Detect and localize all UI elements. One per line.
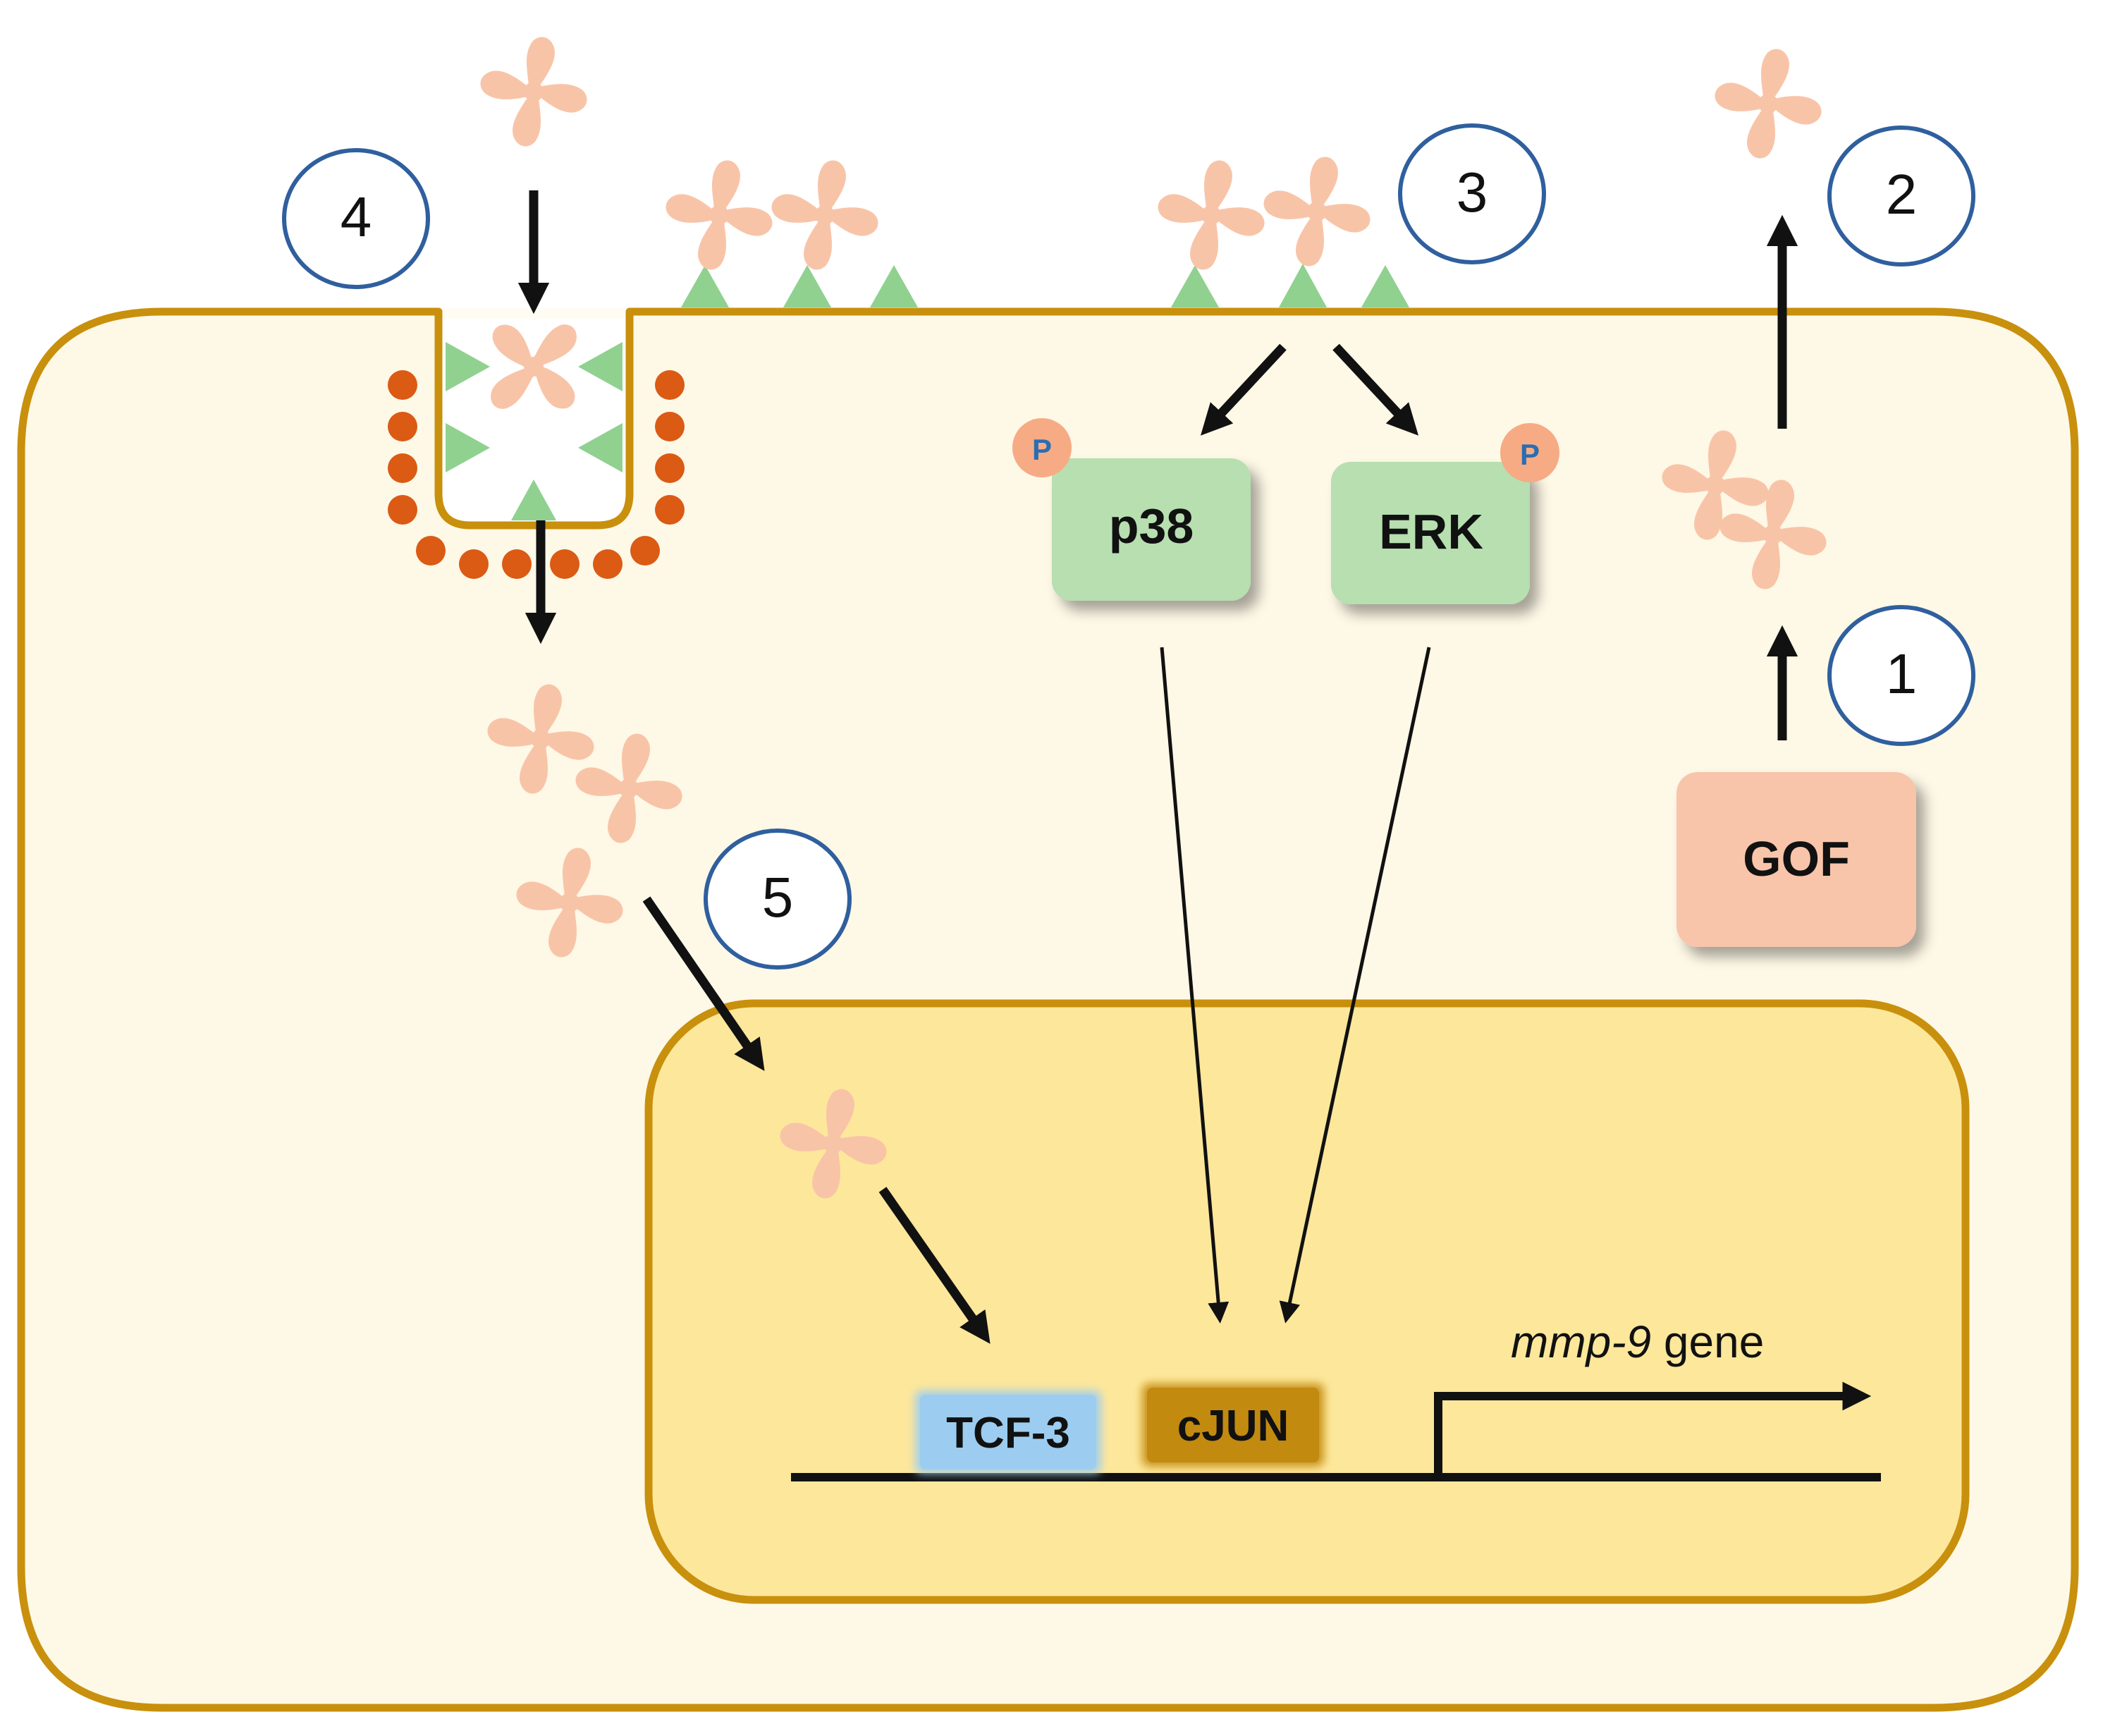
step-5: 5: [704, 829, 852, 970]
ligand-bound-2: [761, 151, 888, 279]
step-3: 3: [1398, 123, 1546, 264]
erk-node: ERK P: [1331, 423, 1559, 604]
p38-phospho-dot: [1012, 418, 1072, 477]
p38-label: p38: [1109, 499, 1194, 554]
step-3-label: 3: [1457, 161, 1488, 224]
surface-receptors: [681, 264, 1409, 307]
endocytic-pit-opening: [443, 307, 625, 319]
cjun-node: cJUN: [1142, 1383, 1324, 1467]
cjun-box: [1147, 1388, 1319, 1462]
ligand-bound-4: [1253, 147, 1380, 276]
p38-phospho-label: P: [1032, 433, 1052, 466]
p38-box: [1052, 458, 1251, 601]
gof-node: GOF: [1676, 772, 1916, 947]
erk-label: ERK: [1379, 504, 1483, 559]
gof-box: [1676, 772, 1916, 947]
ligand-bound-3: [1148, 151, 1275, 279]
gof-label: GOF: [1743, 831, 1850, 886]
thin-arrows: [1160, 647, 1431, 1324]
tcf3-box: [920, 1395, 1096, 1469]
erk-box: [1331, 462, 1530, 604]
step-5-circle: [704, 829, 852, 970]
step-3-circle: [1398, 123, 1546, 264]
step-markers: 1 2 3 4 5: [282, 123, 1975, 970]
ligand-extracellular: [470, 27, 597, 156]
gene-label: mmp-9 gene: [1511, 1316, 1764, 1367]
erk-phospho-dot: [1500, 423, 1559, 482]
ligand-secreted: [1705, 39, 1832, 168]
gene-name: mmp-9: [1511, 1316, 1651, 1367]
p38-node: p38 P: [1012, 418, 1251, 601]
step-2-label: 2: [1886, 163, 1918, 226]
step-4-label: 4: [341, 185, 372, 248]
tcf3-label: TCF-3: [946, 1409, 1070, 1457]
arrow-to-tcf3: [878, 1187, 991, 1344]
cjun-label: cJUN: [1177, 1402, 1289, 1450]
arrow-receptor-to-p38: [1200, 343, 1287, 436]
clathrin-coat: [388, 370, 685, 579]
step-2-circle: [1827, 126, 1975, 267]
ligand-bound-1: [656, 151, 783, 279]
thick-arrows: [517, 190, 1798, 1344]
step-4-circle: [282, 148, 430, 289]
arrow-to-nucleus: [642, 896, 765, 1071]
transcription-start-arrow: [1434, 1381, 1872, 1479]
arrow-receptor-to-erk: [1332, 343, 1419, 436]
step-1-circle: [1827, 605, 1975, 746]
step-1: 1: [1827, 605, 1975, 746]
step-5-label: 5: [762, 866, 794, 929]
arrow-p38-to-cjun: [1160, 647, 1230, 1324]
step-4: 4: [282, 148, 430, 289]
tcf3-node: TCF-3: [915, 1390, 1101, 1474]
step-2: 2: [1827, 126, 1975, 267]
pit-receptors: [446, 342, 623, 520]
step-1-label: 1: [1886, 642, 1918, 705]
arrow-erk-to-cjun: [1279, 647, 1431, 1324]
gene-suffix: gene: [1651, 1316, 1764, 1367]
erk-phospho-label: P: [1520, 438, 1540, 471]
